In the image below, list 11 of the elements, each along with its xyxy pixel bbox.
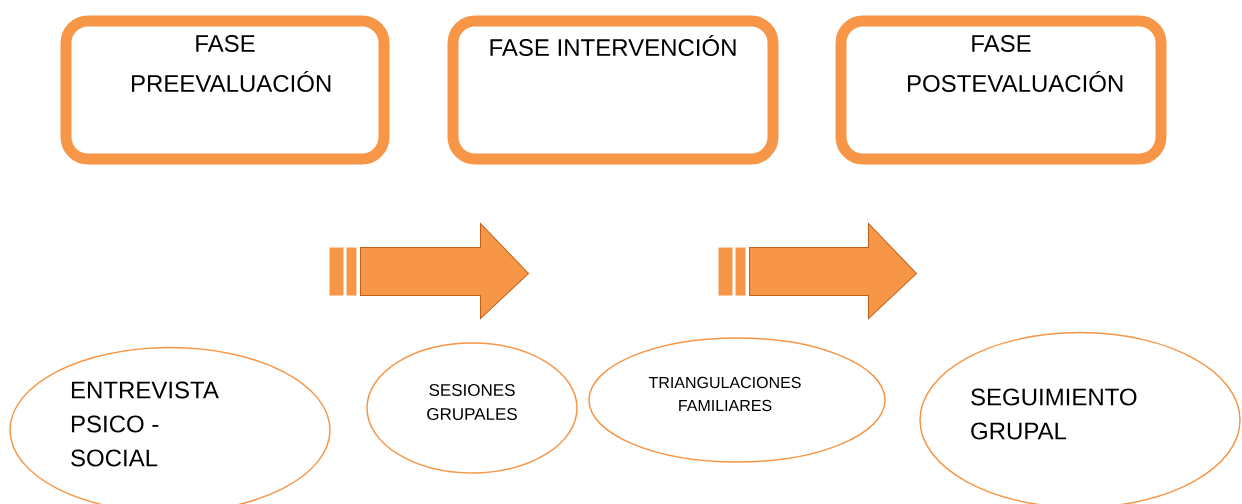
- activity-ellipse: [588, 337, 886, 463]
- node-label: SEGUIMIENTO GRUPAL: [971, 388, 1137, 440]
- activity-ellipse: [366, 342, 578, 474]
- phase-box: FASE POSTEVALUACIÓN: [835, 15, 1167, 165]
- phase-box: FASE INTERVENCIÓN: [447, 15, 779, 165]
- node-label: TRIANGULACIONES FAMILIARES: [648, 376, 801, 412]
- node-label: ENTREVISTA PSICO - SOCIAL: [71, 381, 219, 467]
- node-label: SESIONES GRUPALES: [427, 383, 517, 421]
- block-arrow: [329, 223, 529, 319]
- phase-box: FASE PREEVALUACIÓN: [60, 15, 390, 165]
- block-arrow: [718, 223, 917, 319]
